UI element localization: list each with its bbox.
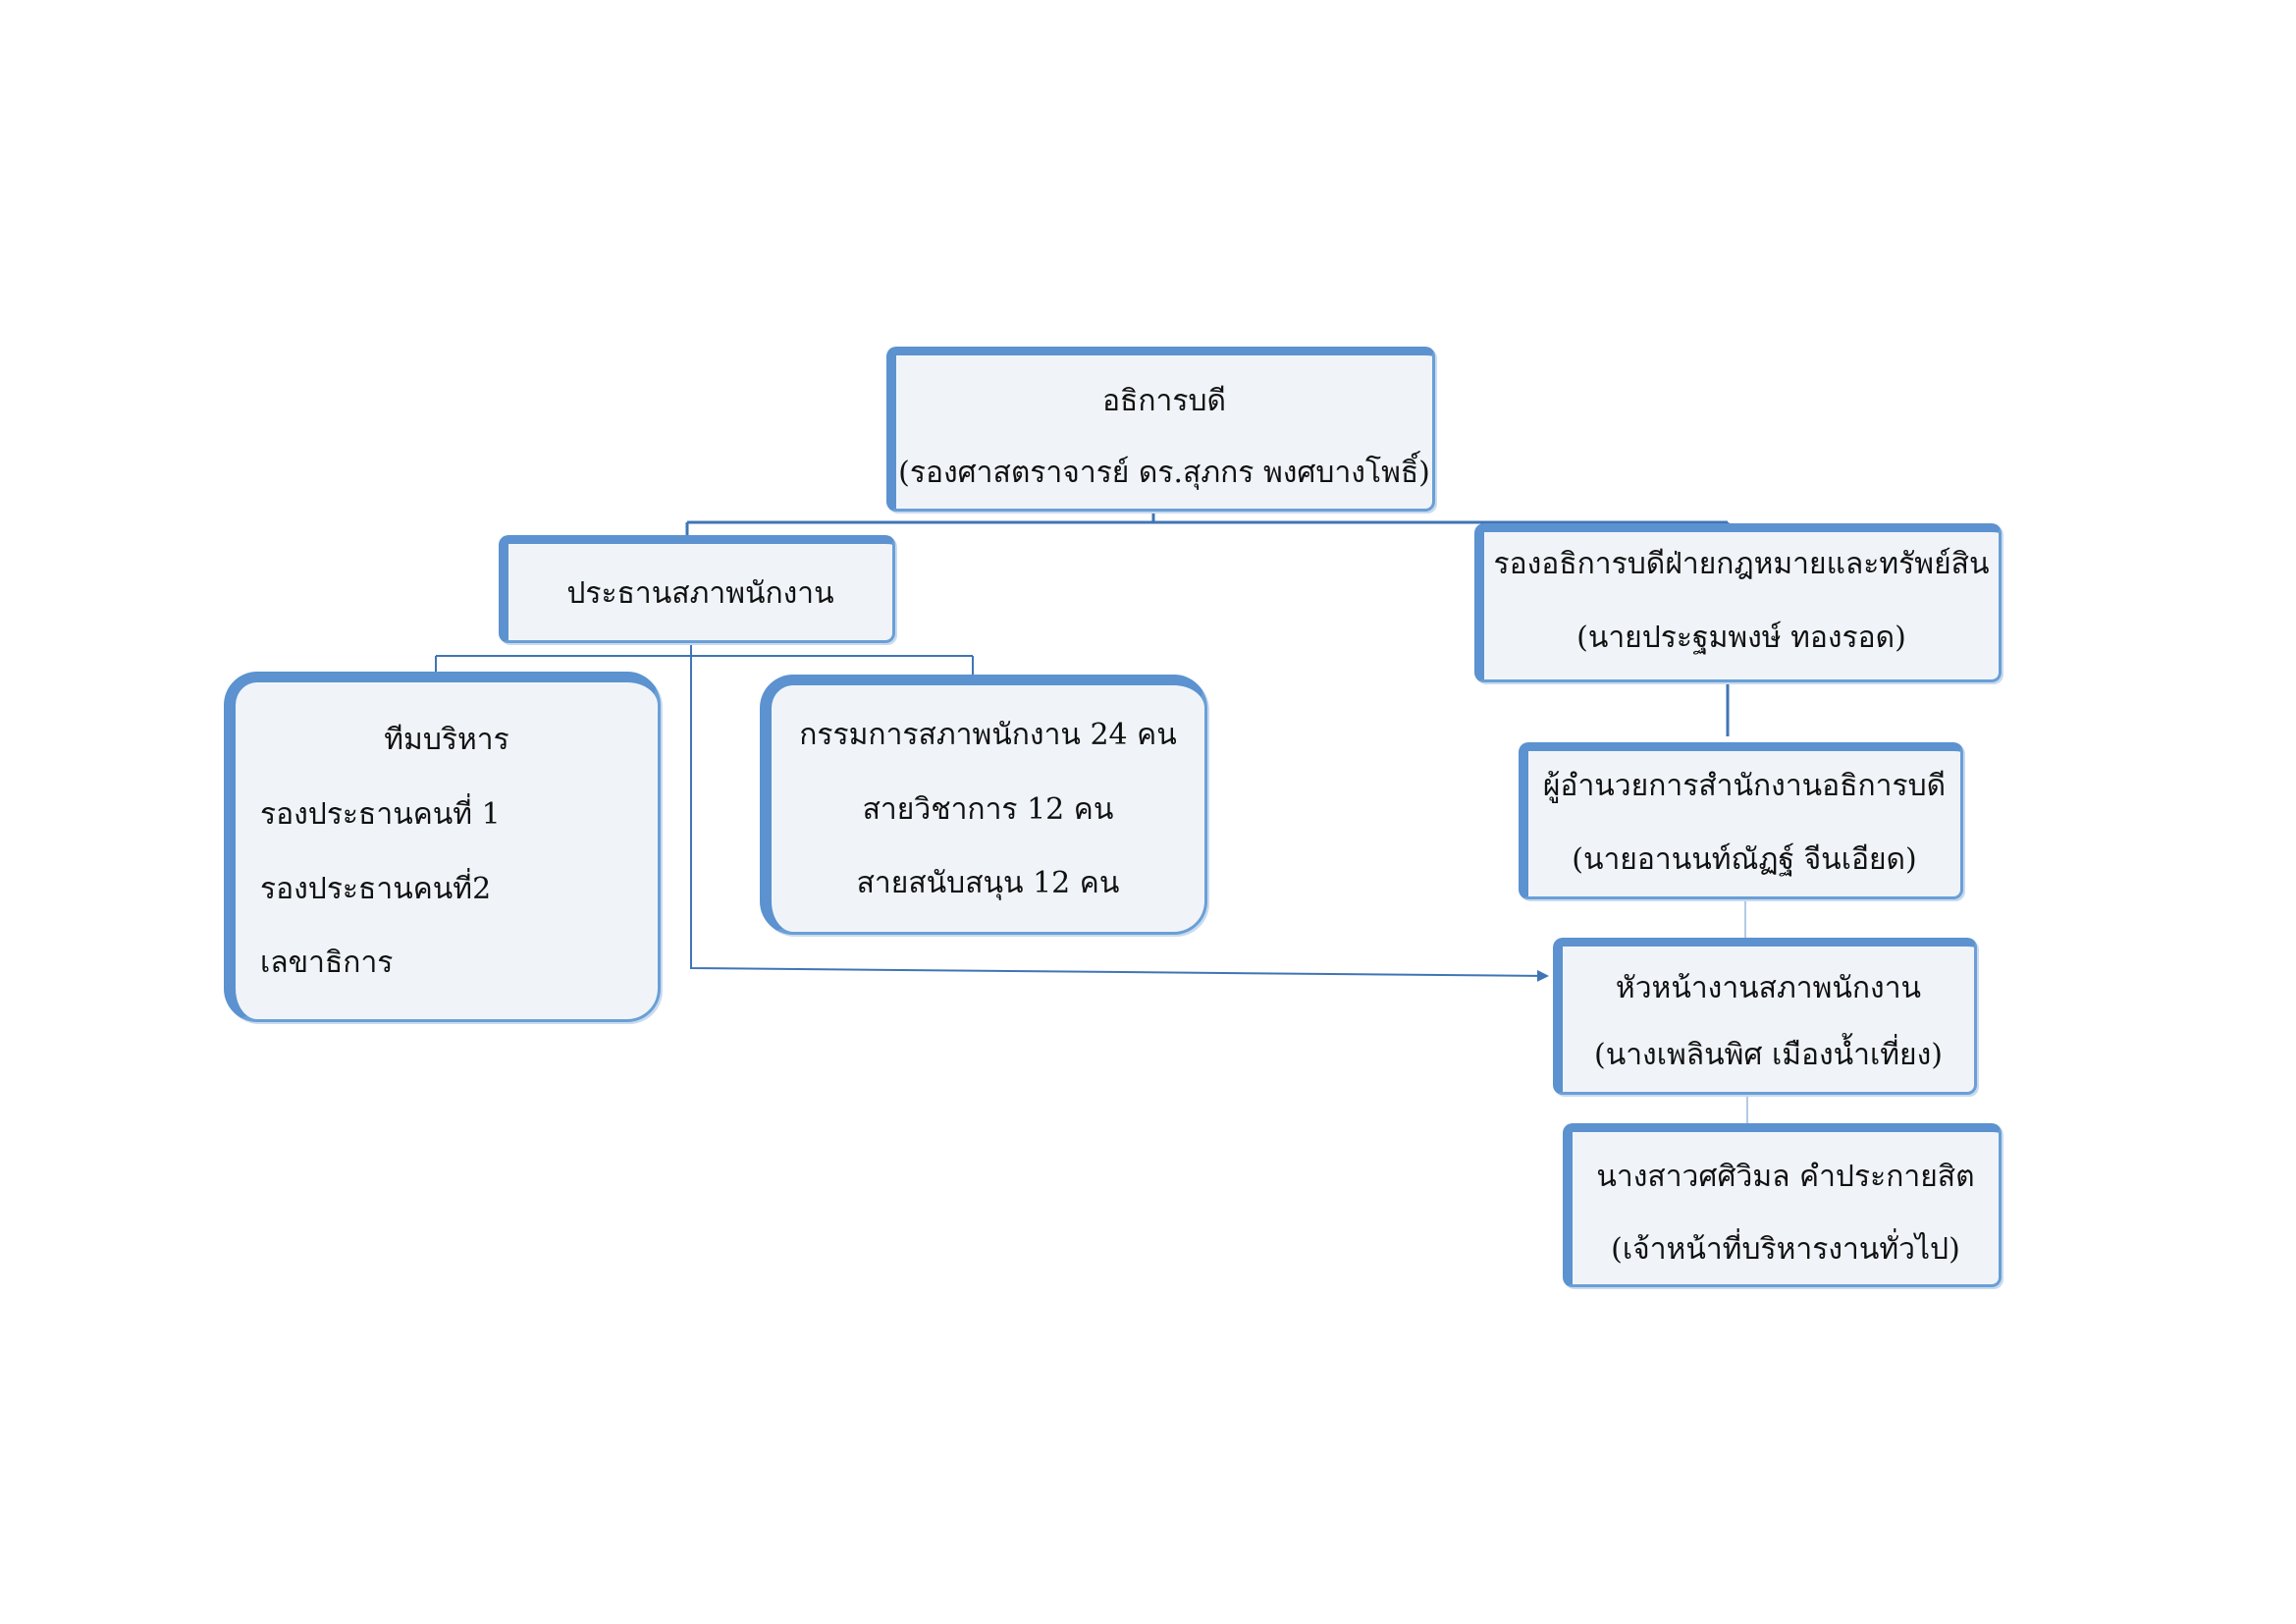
connector-chair-to-head xyxy=(690,640,1549,982)
council-chair-title: ประธานสภาพนักงาน xyxy=(566,576,834,611)
director-name: (รองศาสตราจารย์ ดร.สุภกร พงศบางโพธิ์) xyxy=(898,456,1430,490)
deputy-name: (นายประฐมพงษ์ ทองรอด) xyxy=(1576,621,1906,655)
node-director: อธิการบดี (รองศาสตราจารย์ ดร.สุภกร พงศบา… xyxy=(886,347,1435,512)
staff-name: นางสาวศศิวิมล คำประกายสิต xyxy=(1596,1160,1975,1194)
node-staff: นางสาวศศิวิมล คำประกายสิต (เจ้าหน้าที่บร… xyxy=(1563,1123,2002,1287)
team-title: ทีมบริหาร xyxy=(384,723,509,757)
team-member: รองประธานคนที่ 1 xyxy=(260,797,501,832)
team-member: รองประธานคนที่2 xyxy=(260,872,492,906)
director-title: อธิการบดี xyxy=(1102,384,1226,418)
team-member: เลขาธิการ xyxy=(260,946,394,980)
deputy-title: รองอธิการบดีฝ่ายกฎหมายและทรัพย์สิน xyxy=(1493,547,1990,581)
node-deputy-president: รองอธิการบดีฝ่ายกฎหมายและทรัพย์สิน (นายป… xyxy=(1474,523,2002,682)
node-council-chair: ประธานสภาพนักงาน xyxy=(499,535,895,643)
node-office-director: ผู้อำนวยการสำนักงานอธิการบดี (นายอานนท์ณ… xyxy=(1519,742,1963,899)
committee-academic: สายวิชาการ 12 คน xyxy=(862,792,1114,827)
node-executive-team: ทีมบริหาร รองประธานคนที่ 1 รองประธานคนที… xyxy=(224,672,661,1022)
council-head-name: (นางเพลินพิศ เมืองน้ำเที่ยง) xyxy=(1594,1038,1943,1072)
committee-support: สายสนับสนุน 12 คน xyxy=(856,866,1120,900)
node-council-committee: กรรมการสภาพนักงาน 24 คน สายวิชาการ 12 คน… xyxy=(760,675,1207,935)
node-council-head: หัวหน้างานสภาพนักงาน (นางเพลินพิศ เมืองน… xyxy=(1553,938,1977,1095)
office-director-name: (นายอานนท์ณัฏฐ์ จีนเอียด) xyxy=(1572,842,1917,877)
staff-role: (เจ้าหน้าที่บริหารงานทั่วไป) xyxy=(1611,1232,1960,1267)
committee-title: กรรมการสภาพนักงาน 24 คน xyxy=(799,718,1177,752)
office-director-title: ผู้อำนวยการสำนักงานอธิการบดี xyxy=(1542,769,1947,803)
council-head-title: หัวหน้างานสภาพนักงาน xyxy=(1615,971,1922,1005)
